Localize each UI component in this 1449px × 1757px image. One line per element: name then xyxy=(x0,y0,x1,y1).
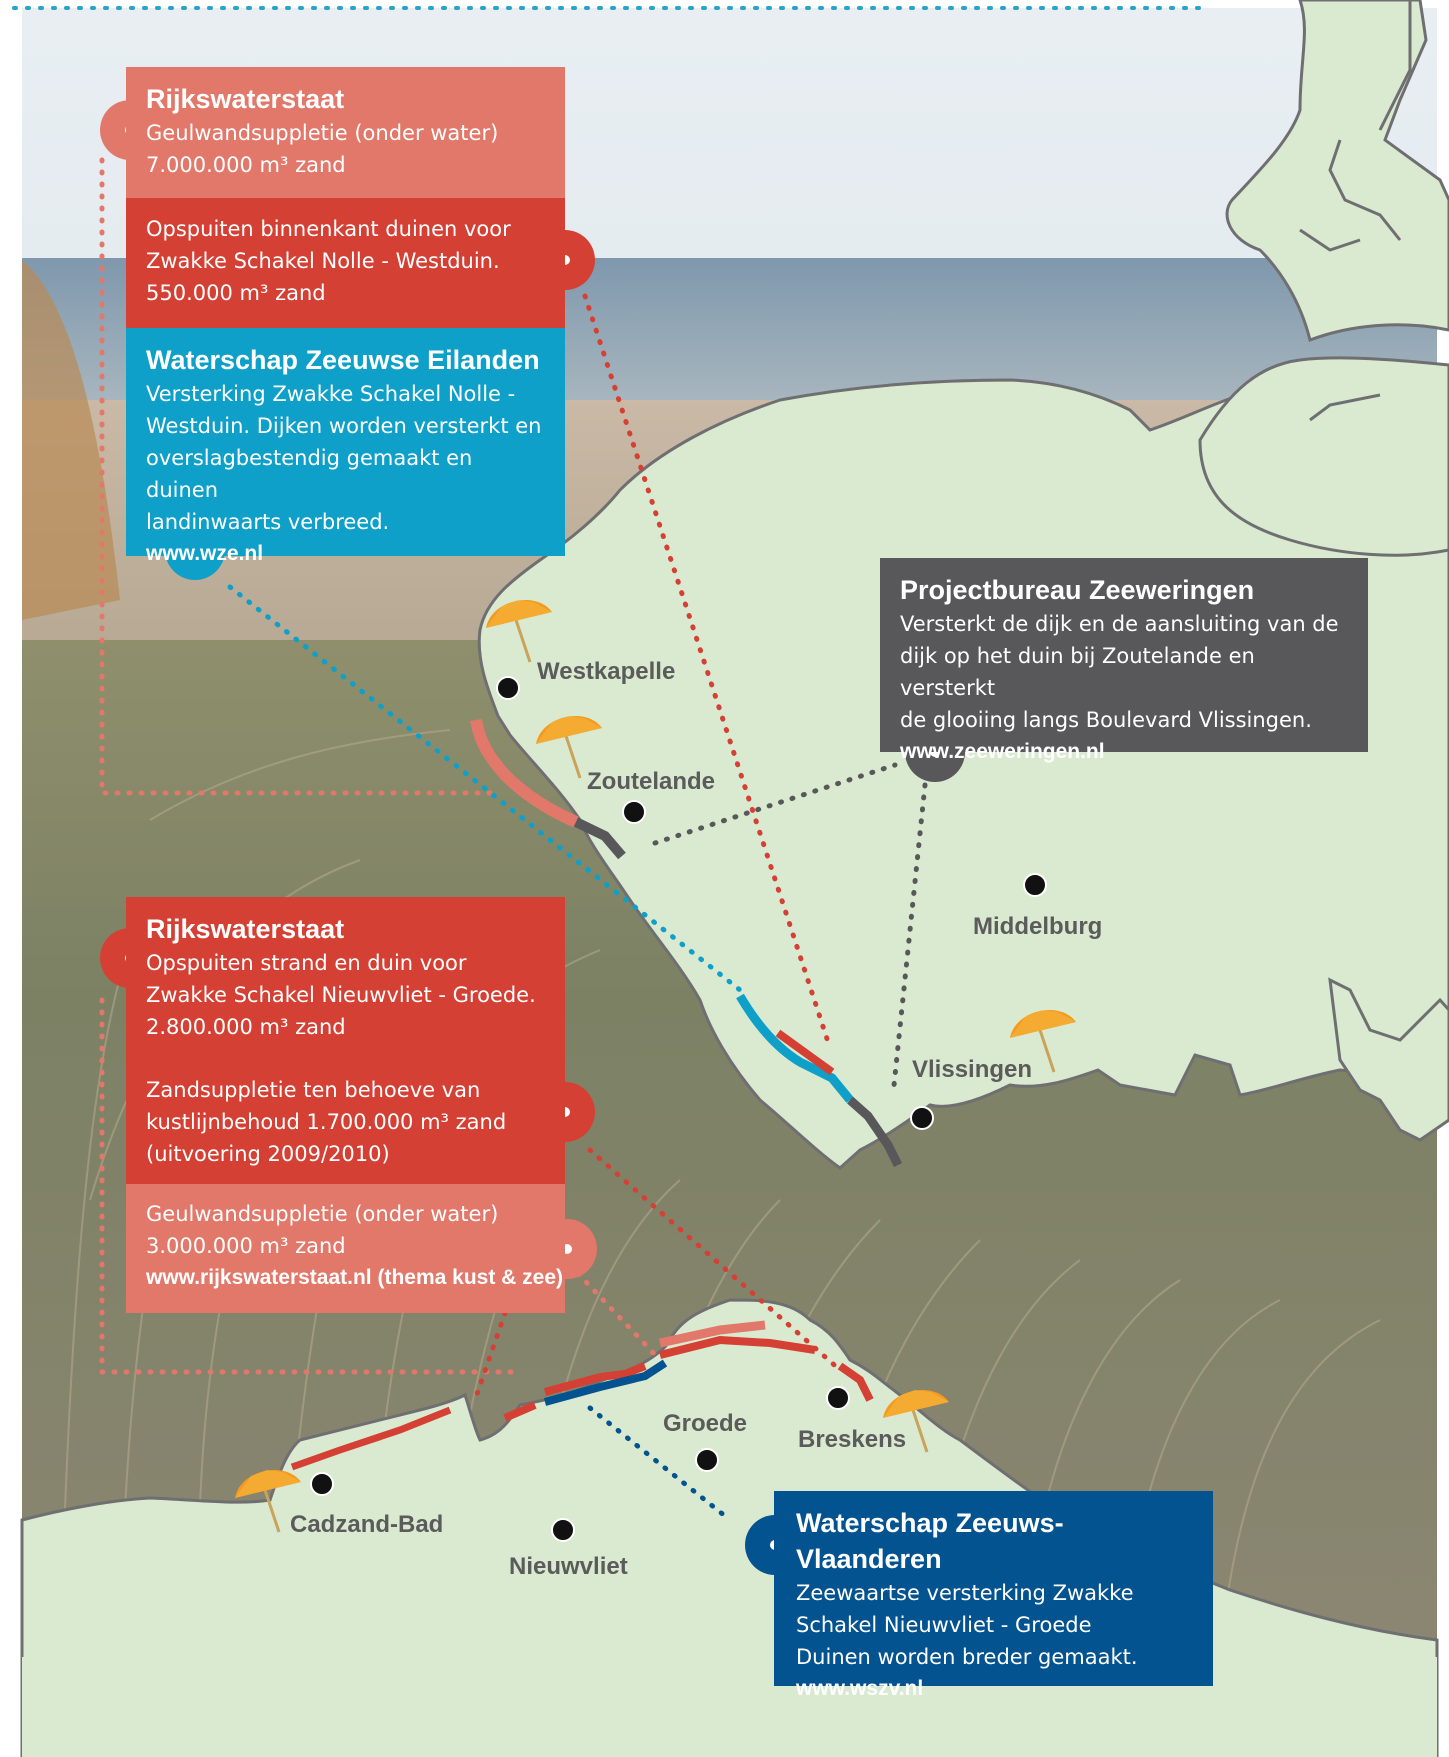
wszv-box: Waterschap Zeeuws-Vlaanderen Zeewaartse … xyxy=(774,1491,1213,1700)
wze-title: Waterschap Zeeuwse Eilanden xyxy=(146,345,540,375)
zeeweringen-line3: de glooiing langs Boulevard Vlissingen. xyxy=(900,708,1312,732)
rws-bottom-box: Rijkswaterstaat Opspuiten strand en duin… xyxy=(126,897,565,1184)
beach-umbrella-icon xyxy=(536,716,602,779)
city-dot-icon xyxy=(1023,873,1047,897)
schouwen-land xyxy=(1225,0,1449,342)
city-dot-icon xyxy=(695,1448,719,1472)
harbour-land xyxy=(1328,977,1449,1142)
rws-bottom2-line1: Geulwandsuppletie (onder water) xyxy=(146,1202,499,1226)
wszv-line1: Zeewaartse versterking Zwakke xyxy=(796,1581,1134,1605)
label-westkapelle: Westkapelle xyxy=(537,658,676,685)
rws-top2-line1: Opspuiten binnenkant duinen voor xyxy=(146,217,511,241)
zeeweringen-box: Projectbureau Zeeweringen Versterkt de d… xyxy=(880,558,1368,763)
rws-bottom-line4: Zandsuppletie ten behoeve van xyxy=(146,1078,481,1102)
rws-bottom2-line2: 3.000.000 m³ zand xyxy=(146,1234,346,1258)
rws-top-line2: 7.000.000 m³ zand xyxy=(146,153,346,177)
city-dot-icons xyxy=(310,676,1047,1542)
rws-bottom-line1: Opspuiten strand en duin voor xyxy=(146,951,467,975)
label-groede: Groede xyxy=(663,1410,748,1437)
rws-top-box: Rijkswaterstaat Geulwandsuppletie (onder… xyxy=(126,67,565,198)
noord-beveland-land xyxy=(1198,356,1449,557)
rws-bottom-box-2: Geulwandsuppletie (onder water) 3.000.00… xyxy=(126,1184,565,1313)
wszv-line2: Schakel Nieuwvliet - Groede xyxy=(796,1613,1092,1637)
zeeweringen-url-link[interactable]: www.zeeweringen.nl xyxy=(900,740,1105,763)
rws-top2-line3: 550.000 m³ zand xyxy=(146,281,326,305)
city-dot-icon xyxy=(496,676,520,700)
rws-top-title: Rijkswaterstaat xyxy=(146,84,345,114)
city-dot-icon xyxy=(622,800,646,824)
rws-bottom2-url-link[interactable]: www.rijkswaterstaat.nl (thema kust & zee… xyxy=(146,1266,564,1289)
road-lines xyxy=(1299,0,1412,422)
wze-box: Waterschap Zeeuwse Eilanden Versterking … xyxy=(126,328,565,565)
zeeweringen-title: Projectbureau Zeeweringen xyxy=(900,575,1255,605)
wszv-url-link[interactable]: www.wszv.nl xyxy=(796,1677,924,1700)
beach-umbrella-icons xyxy=(235,600,1076,1533)
rws-top2-line2: Zwakke Schakel Nolle - Westduin. xyxy=(146,249,500,273)
label-zoutelande: Zoutelande xyxy=(587,768,716,795)
rws-bottom-title: Rijkswaterstaat xyxy=(146,914,345,944)
label-vlissingen: Vlissingen xyxy=(912,1056,1033,1083)
rws-bottom-line5: kustlijnbehoud 1.700.000 m³ zand xyxy=(146,1110,507,1134)
rws-top-box-2: Opspuiten binnenkant duinen voor Zwakke … xyxy=(126,198,565,328)
city-dot-icon xyxy=(310,1472,334,1496)
zeeweringen-line2: dijk op het duin bij Zoutelande en verst… xyxy=(900,644,1255,700)
beach-umbrella-icon xyxy=(235,1470,301,1533)
wze-line3: overslagbestendig gemaakt en duinen xyxy=(146,446,473,502)
coast-segments xyxy=(290,718,903,1471)
rws-bottom-line3: 2.800.000 m³ zand xyxy=(146,1015,346,1039)
rws-top-line1: Geulwandsuppletie (onder water) xyxy=(146,121,499,145)
wze-line4: landinwaarts verbreed. xyxy=(146,510,390,534)
label-breskens: Breskens xyxy=(798,1426,907,1453)
beach-umbrella-icon xyxy=(883,1390,949,1453)
wze-line2: Westduin. Dijken worden versterkt en xyxy=(146,414,542,438)
city-dot-icon xyxy=(910,1106,934,1130)
wze-url-link[interactable]: www.wze.nl xyxy=(146,542,264,565)
label-nieuwvliet: Nieuwvliet xyxy=(509,1553,628,1580)
wszv-title: Waterschap Zeeuws-Vlaanderen xyxy=(796,1508,1064,1574)
zeeweringen-line1: Versterkt de dijk en de aansluiting van … xyxy=(900,612,1339,636)
wze-line1: Versterking Zwakke Schakel Nolle - xyxy=(146,382,516,406)
beach-umbrella-icon xyxy=(1010,1010,1076,1073)
rws-bottom-line2: Zwakke Schakel Nieuwvliet - Groede. xyxy=(146,983,536,1007)
city-dot-icon xyxy=(551,1518,575,1542)
label-cadzand-bad: Cadzand-Bad xyxy=(290,1511,444,1538)
beach-umbrella-icon xyxy=(486,600,552,663)
wszv-line3: Duinen worden breder gemaakt. xyxy=(796,1645,1138,1669)
rws-bottom-line6: (uitvoering 2009/2010) xyxy=(146,1142,390,1166)
city-dot-icon xyxy=(826,1386,850,1410)
label-middelburg: Middelburg xyxy=(973,913,1103,940)
